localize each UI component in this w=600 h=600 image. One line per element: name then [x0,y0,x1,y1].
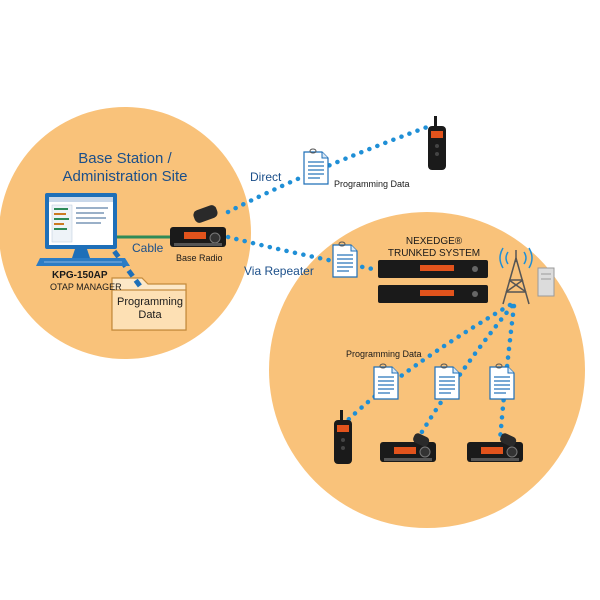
programming-doc-icon-3 [489,363,515,400]
folder-label: Programming Data [113,296,187,322]
direct-link [225,123,433,215]
nexedge-system-line2: TRUNKED SYSTEM [387,248,481,259]
direct-programming-doc-icon [303,148,329,185]
manager-name-label: KPG-150AP [52,270,108,281]
repeater-rack-icon [378,260,488,303]
trunked-programming-data-label: Programming Data [346,349,422,359]
direct-programming-data-label: Programming Data [334,179,410,189]
computer-icon [36,193,130,266]
nexedge-system-line1: NEXEDGE® [405,236,463,247]
repeater-link [225,234,381,273]
base-site-title: Base Station / Administration Site [40,150,210,186]
base-site-title-line1: Base Station / [78,150,172,167]
base-radio-label: Base Radio [176,253,223,263]
programming-doc-icon-2 [434,363,460,400]
base-site-title-line2: Administration Site [62,168,188,185]
tower-link-handheld [345,302,513,423]
base-site-circle [0,107,251,359]
programming-doc-icon-1 [373,363,399,400]
tower-link-mobile-1 [417,303,515,438]
programming-data-folder-icon [111,277,187,331]
cable-label: Cable [132,241,164,255]
repeater-programming-doc-icon [332,241,358,278]
server-icon [537,267,555,297]
direct-handheld-radio-icon [428,116,446,170]
manager-sub-label: OTAP MANAGER [50,282,122,292]
folder-label-line1: Programming [116,296,184,308]
folder-label-line2: Data [138,309,162,321]
antenna-tower-icon [499,247,533,305]
direct-label: Direct [250,170,282,184]
via-repeater-label: Via Repeater [244,264,314,278]
base-radio-icon [170,205,226,247]
nexedge-system-label: NEXEDGE® TRUNKED SYSTEM [378,236,490,260]
